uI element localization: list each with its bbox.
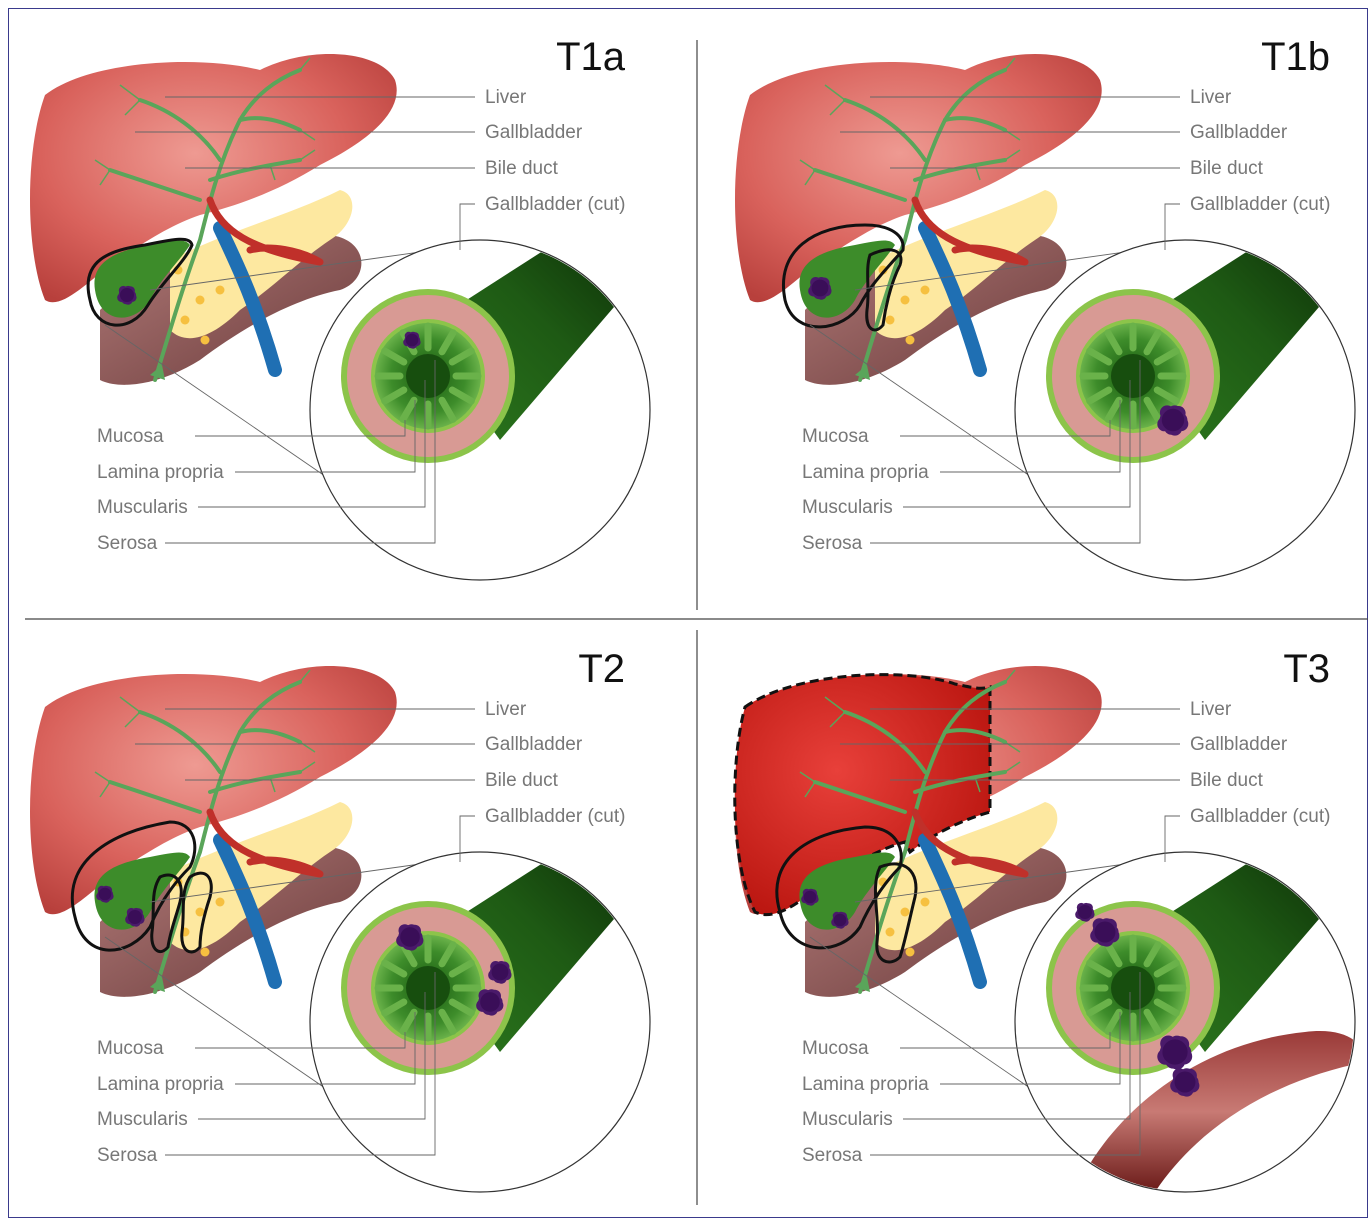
lymph-node-dot <box>196 296 205 305</box>
lumen <box>1111 354 1155 398</box>
stage-title: T1b <box>1261 35 1330 79</box>
lymph-node-dot <box>886 928 895 937</box>
label-bile-duct: Bile duct <box>1190 770 1264 791</box>
lymph-node-dot <box>216 286 225 295</box>
label-gallbladder-cut: Gallbladder (cut) <box>1190 806 1330 827</box>
label-lamina-propria: Lamina propria <box>97 462 224 483</box>
label-gallbladder: Gallbladder <box>485 122 583 143</box>
lymph-node-dot <box>201 336 210 345</box>
lumen <box>406 354 450 398</box>
label-mucosa: Mucosa <box>802 1038 869 1059</box>
label-mucosa: Mucosa <box>802 426 869 447</box>
label-liver: Liver <box>485 699 527 720</box>
label-gallbladder: Gallbladder <box>1190 734 1288 755</box>
label-bile-duct: Bile duct <box>485 158 559 179</box>
lymph-node-dot <box>906 948 915 957</box>
lymph-node-dot <box>901 296 910 305</box>
lymph-node-dot <box>901 908 910 917</box>
lymph-node-dot <box>181 316 190 325</box>
label-gallbladder-cut: Gallbladder (cut) <box>485 806 625 827</box>
label-muscularis: Muscularis <box>97 1109 188 1130</box>
label-muscularis: Muscularis <box>802 1109 893 1130</box>
stage-title: T1a <box>556 35 626 79</box>
label-liver: Liver <box>1190 87 1232 108</box>
lumen <box>406 966 450 1010</box>
lymph-node-dot <box>201 948 210 957</box>
label-gallbladder: Gallbladder <box>1190 122 1288 143</box>
lumen <box>1111 966 1155 1010</box>
stage-title: T3 <box>1283 647 1330 691</box>
label-lamina-propria: Lamina propria <box>802 462 929 483</box>
lymph-node-dot <box>921 898 930 907</box>
label-gallbladder-cut: Gallbladder (cut) <box>485 194 625 215</box>
label-liver: Liver <box>485 87 527 108</box>
label-serosa: Serosa <box>802 533 863 554</box>
lymph-node-dot <box>921 286 930 295</box>
label-serosa: Serosa <box>97 1145 158 1166</box>
label-mucosa: Mucosa <box>97 426 164 447</box>
label-muscularis: Muscularis <box>802 497 893 518</box>
label-serosa: Serosa <box>97 533 158 554</box>
label-gallbladder: Gallbladder <box>485 734 583 755</box>
label-muscularis: Muscularis <box>97 497 188 518</box>
stage-title: T2 <box>578 647 625 691</box>
label-lamina-propria: Lamina propria <box>97 1074 224 1095</box>
label-gallbladder-cut: Gallbladder (cut) <box>1190 194 1330 215</box>
label-bile-duct: Bile duct <box>485 770 559 791</box>
lymph-node-dot <box>906 336 915 345</box>
label-mucosa: Mucosa <box>97 1038 164 1059</box>
label-serosa: Serosa <box>802 1145 863 1166</box>
label-lamina-propria: Lamina propria <box>802 1074 929 1095</box>
label-liver: Liver <box>1190 699 1232 720</box>
lymph-node-dot <box>216 898 225 907</box>
label-bile-duct: Bile duct <box>1190 158 1264 179</box>
lymph-node-dot <box>886 316 895 325</box>
